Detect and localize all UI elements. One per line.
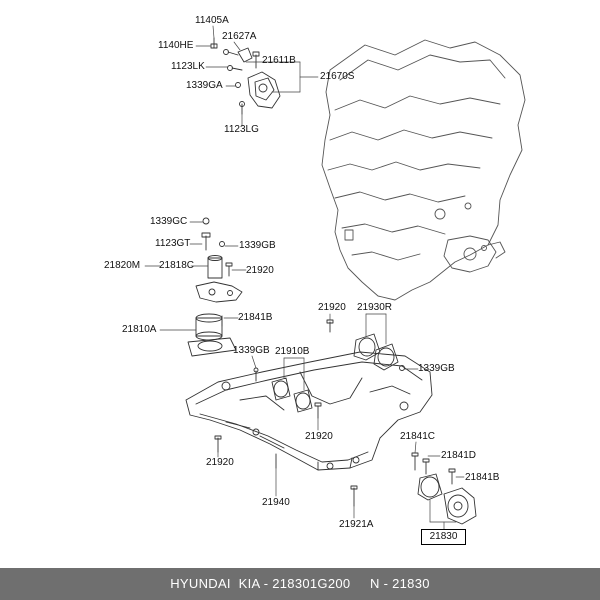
- part-label-21841c: 21841C: [400, 431, 436, 442]
- part-label-21841b-right: 21841B: [465, 472, 500, 483]
- part-label-21920-center: 21920: [305, 431, 333, 442]
- mount-bracket-assembly-21830: [411, 452, 477, 525]
- highlighted-part-21830: 21830: [421, 529, 466, 545]
- part-label-11405a: 11405A: [195, 15, 229, 26]
- part-label-1339ga: 1339GA: [186, 80, 223, 91]
- subframe-bushings: [271, 377, 322, 419]
- part-label-21611b: 21611B: [262, 55, 296, 66]
- part-label-21921a: 21921A: [339, 519, 374, 530]
- footer-bar: HYUNDAI KIA - 218301G200 N - 21830: [0, 568, 600, 600]
- engine-block: [321, 39, 526, 301]
- upper-mount-bracket: [210, 37, 281, 115]
- part-label-1123lg: 1123LG: [224, 124, 259, 135]
- highlighted-part-label: 21830: [429, 531, 458, 542]
- part-label-21930r: 21930R: [357, 302, 393, 313]
- exploded-parts-drawing: [144, 25, 526, 530]
- part-label-1339gb-upper: 1339GB: [239, 240, 276, 251]
- part-label-21810a: 21810A: [122, 324, 157, 335]
- part-label-21627a: 21627A: [222, 31, 257, 42]
- part-label-21920-lower: 21920: [206, 457, 234, 468]
- part-label-1339gb-right: 1339GB: [418, 363, 455, 374]
- part-label-21841d: 21841D: [441, 450, 477, 461]
- part-label-21920-left: 21920: [246, 265, 274, 276]
- part-label-21670s: 21670S: [320, 71, 355, 82]
- part-label-21841b-left: 21841B: [238, 312, 273, 323]
- part-label-21940: 21940: [262, 497, 290, 508]
- leader-lines: [144, 25, 465, 530]
- part-label-1339gb-center: 1339GB: [233, 345, 270, 356]
- part-label-1123lk: 1123LK: [171, 61, 205, 72]
- part-label-21820m: 21820M: [104, 260, 141, 271]
- part-label-1123gt: 1123GT: [155, 238, 191, 249]
- footer-part-number-text: HYUNDAI KIA - 218301G200 N - 21830: [170, 576, 430, 591]
- part-label-1339gc: 1339GC: [150, 216, 188, 227]
- front-subframe: [185, 351, 433, 507]
- left-engine-mount: [187, 217, 243, 357]
- part-label-21910b: 21910B: [275, 346, 310, 357]
- part-label-21818c: 21818C: [159, 260, 195, 271]
- part-label-21920-rear: 21920: [318, 302, 346, 313]
- part-label-1140he: 1140HE: [158, 40, 194, 51]
